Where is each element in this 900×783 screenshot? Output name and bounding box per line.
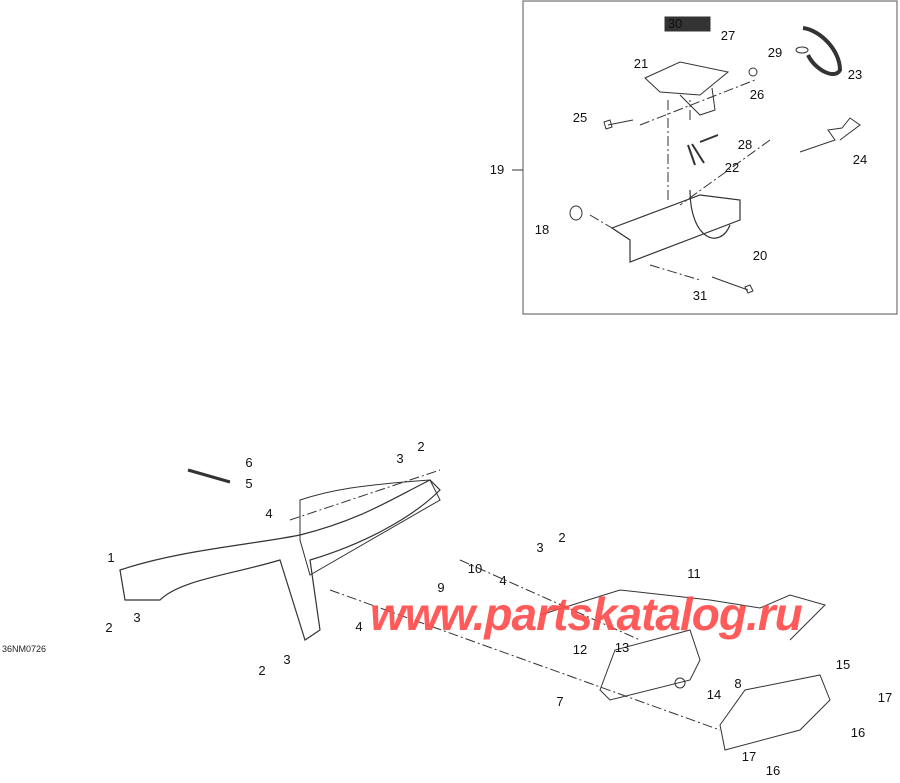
harness-11: [539, 589, 826, 641]
callout-17[interactable]: 17: [741, 749, 757, 764]
callout-7[interactable]: 7: [556, 694, 564, 709]
callout-15[interactable]: 15: [835, 657, 851, 672]
callout-2[interactable]: 2: [558, 530, 566, 545]
callout-17[interactable]: 17: [877, 690, 893, 705]
callout-2[interactable]: 2: [105, 620, 113, 635]
callout-13[interactable]: 13: [614, 640, 630, 655]
callout-10[interactable]: 10: [467, 561, 483, 576]
callout-2[interactable]: 2: [258, 663, 266, 678]
washer-29: [795, 46, 809, 54]
callout-26[interactable]: 26: [749, 87, 765, 102]
callout-4[interactable]: 4: [265, 506, 273, 521]
callout-3[interactable]: 3: [283, 652, 291, 667]
callout-23[interactable]: 23: [847, 67, 863, 82]
callout-28[interactable]: 28: [737, 137, 753, 152]
watermark: www.partskatalog.ru: [370, 588, 803, 640]
hitch-bracket: [610, 189, 741, 263]
bolt-31: [711, 276, 754, 294]
callout-4[interactable]: 4: [355, 619, 363, 634]
callout-1[interactable]: 1: [107, 550, 115, 565]
callout-22[interactable]: 22: [724, 160, 740, 175]
callout-4[interactable]: 4: [499, 573, 507, 588]
callout-24[interactable]: 24: [852, 152, 868, 167]
callout-25[interactable]: 25: [572, 110, 588, 125]
callout-9[interactable]: 9: [437, 580, 445, 595]
callout-14[interactable]: 14: [706, 687, 722, 702]
diagram-id: 36NM0726: [2, 644, 47, 654]
callout-31[interactable]: 31: [692, 288, 708, 303]
nut-26: [748, 67, 758, 77]
callout-27[interactable]: 27: [720, 28, 736, 43]
callout-20[interactable]: 20: [752, 248, 768, 263]
taillight-lens-7: [599, 629, 701, 701]
rope-23: [802, 26, 843, 76]
bolt-25: [603, 119, 634, 130]
callout-2[interactable]: 2: [417, 439, 425, 454]
callout-18[interactable]: 18: [534, 222, 550, 237]
inset-frame: [522, 0, 898, 315]
callout-21[interactable]: 21: [633, 56, 649, 71]
strip-5: [187, 468, 231, 484]
spring-22: [687, 134, 719, 166]
callout-16[interactable]: 16: [765, 763, 781, 778]
bulb-14: [674, 677, 686, 689]
center-lines-main: [289, 469, 721, 731]
callout-3[interactable]: 3: [536, 540, 544, 555]
callout-30[interactable]: 30: [667, 16, 683, 31]
callout-6[interactable]: 6: [245, 455, 253, 470]
callout-29[interactable]: 29: [767, 45, 783, 60]
center-lines: [589, 79, 771, 281]
callout-16[interactable]: 16: [850, 725, 866, 740]
grommet-18: [569, 205, 583, 221]
callout-5[interactable]: 5: [245, 476, 253, 491]
callout-3[interactable]: 3: [396, 451, 404, 466]
tail-housing: [299, 479, 441, 576]
callout-8[interactable]: 8: [734, 676, 742, 691]
callout-19[interactable]: 19: [489, 162, 505, 177]
label-decal: [664, 16, 711, 32]
callout-12[interactable]: 12: [572, 642, 588, 657]
callout-11[interactable]: 11: [687, 566, 701, 581]
pin-24: [799, 117, 861, 153]
callout-3[interactable]: 3: [133, 610, 141, 625]
cover-15: [719, 674, 831, 751]
